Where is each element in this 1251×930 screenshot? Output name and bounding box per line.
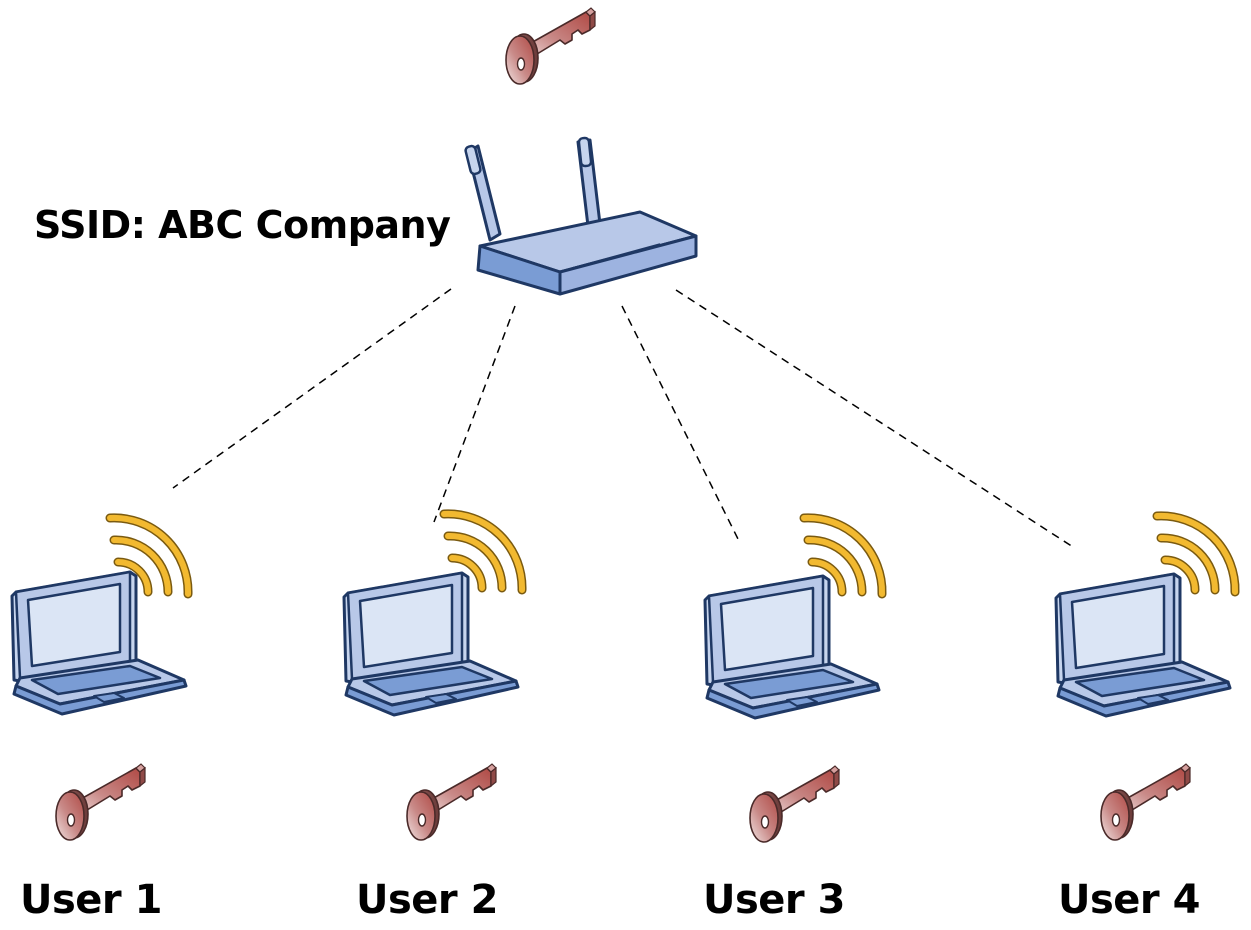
- user-label-4: User 4: [1058, 877, 1200, 923]
- connection-line-user-3: [621, 305, 741, 544]
- laptop-icon-user-3: [703, 574, 881, 720]
- user-label-2: User 2: [356, 877, 498, 923]
- router-icon: [464, 136, 698, 296]
- laptop-icon-user-2: [342, 571, 520, 717]
- laptop-icon-user-4: [1054, 572, 1232, 718]
- connection-lines: [172, 288, 1074, 548]
- user-label-1: User 1: [20, 877, 162, 923]
- key-icon-user-1: [55, 763, 146, 841]
- connection-line-user-4: [675, 289, 1074, 548]
- user-label-3: User 3: [703, 877, 845, 923]
- key-icon-user-2: [406, 763, 497, 841]
- router-key-icon: [505, 7, 596, 85]
- connection-line-user-1: [172, 288, 452, 489]
- key-icon-user-4: [1100, 763, 1191, 841]
- ssid-label: SSID: ABC Company: [34, 203, 451, 247]
- laptop-icon-user-1: [10, 570, 188, 716]
- connection-line-user-2: [433, 305, 516, 523]
- key-icon-user-3: [749, 765, 840, 843]
